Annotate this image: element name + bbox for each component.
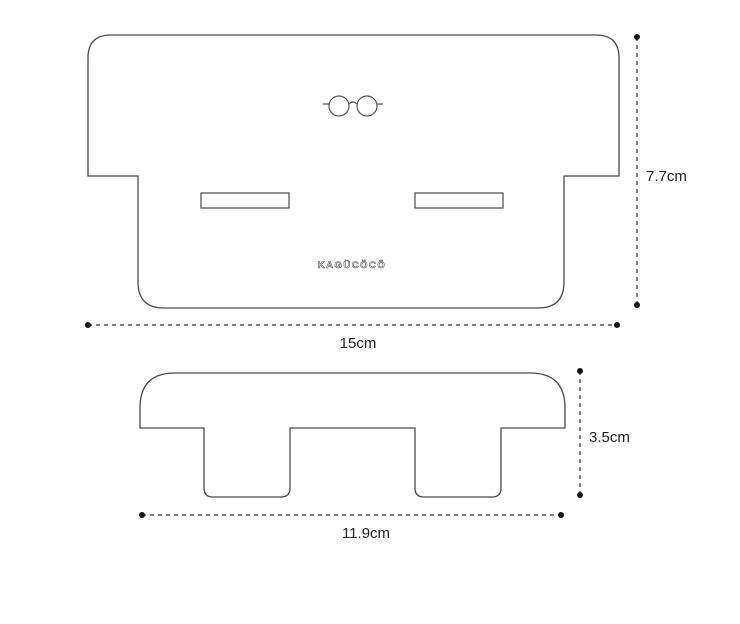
- bottom-piece-outline: [139, 372, 566, 498]
- bottom-piece: [139, 372, 566, 498]
- bottom-height-dimension: 3.5cm: [577, 368, 630, 498]
- top-width-label: 15cm: [340, 335, 377, 352]
- right-slot: [414, 192, 504, 209]
- left-slot: [200, 192, 290, 209]
- bottom-height-label: 3.5cm: [589, 429, 630, 446]
- top-width-dimension: 15cm: [85, 322, 620, 352]
- top-height-dimension: 7.7cm: [634, 34, 687, 308]
- bottom-width-label: 11.9cm: [342, 525, 390, 542]
- top-height-label: 7.7cm: [646, 168, 687, 185]
- top-piece: KAGÜCÖCÖ: [87, 34, 620, 309]
- glasses-icon: [323, 95, 383, 117]
- brand-label: KAGÜCÖCÖ: [318, 260, 386, 271]
- top-piece-outline: [87, 34, 620, 309]
- bottom-width-dimension: 11.9cm: [139, 512, 564, 542]
